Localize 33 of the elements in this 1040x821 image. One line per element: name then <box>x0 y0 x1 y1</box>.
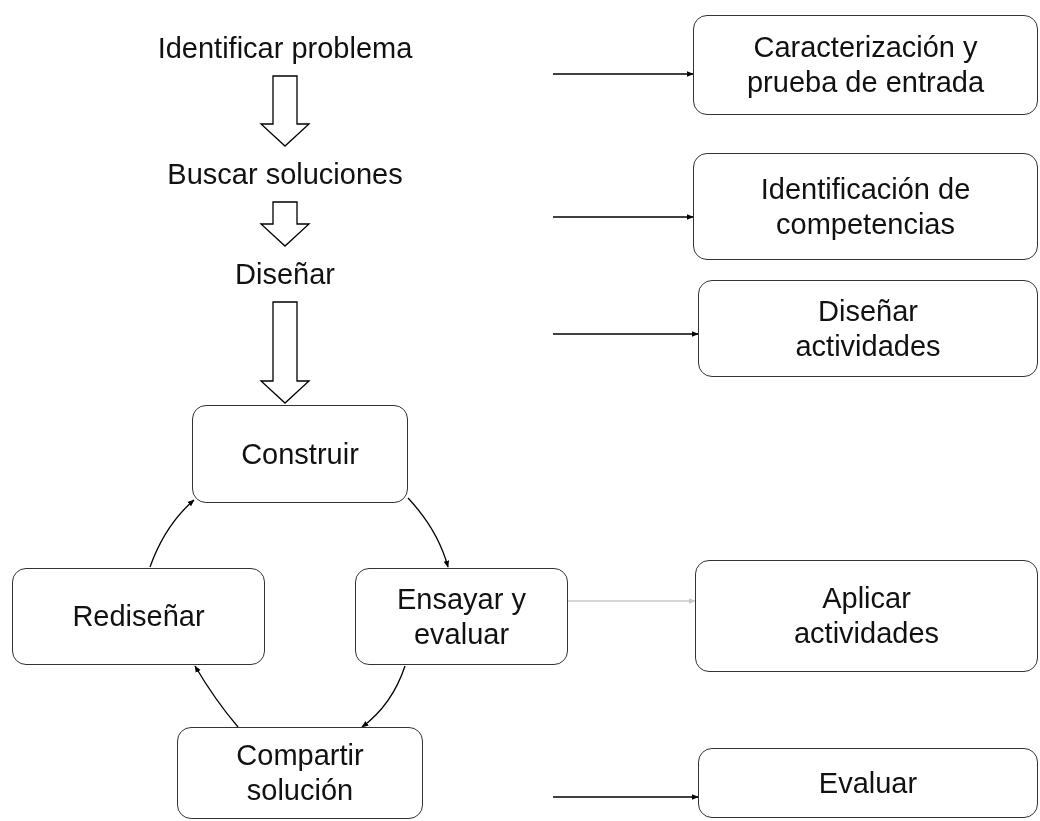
step-label: Buscar soluciones <box>167 156 403 192</box>
box-label: Compartir solución <box>235 738 365 808</box>
process-box <box>693 153 1038 260</box>
step-label: Identificar problema <box>157 30 413 66</box>
arrow <box>552 331 699 337</box>
box-label: Ensayar y evaluar <box>396 581 527 652</box>
arrow <box>407 497 449 568</box>
box-label: Diseñar actividades <box>794 293 942 364</box>
arrow <box>552 794 699 800</box>
box-label: Identificación de competencias <box>759 171 972 242</box>
block-arrow <box>259 201 311 247</box>
arrow <box>567 598 696 604</box>
box-label: Caracterización y prueba de entrada <box>746 30 985 100</box>
process-box <box>695 560 1038 672</box>
process-box <box>693 15 1038 115</box>
box-label: Aplicar actividades <box>792 581 941 651</box>
process-box <box>355 568 568 665</box>
arrow <box>149 499 195 568</box>
step-label: Diseñar <box>235 256 335 292</box>
block-arrow <box>259 301 311 404</box>
arrow <box>194 665 239 728</box>
process-box <box>192 405 408 503</box>
process-box <box>698 280 1038 377</box>
process-box <box>698 748 1038 818</box>
arrow <box>552 214 694 220</box>
box-label: Rediseñar <box>72 599 205 634</box>
arrow <box>552 71 694 77</box>
process-box <box>177 727 423 819</box>
block-arrow <box>259 75 311 147</box>
process-box <box>12 568 265 665</box>
box-label: Evaluar <box>818 765 918 801</box>
box-label: Construir <box>241 436 359 472</box>
arrow <box>361 665 406 728</box>
